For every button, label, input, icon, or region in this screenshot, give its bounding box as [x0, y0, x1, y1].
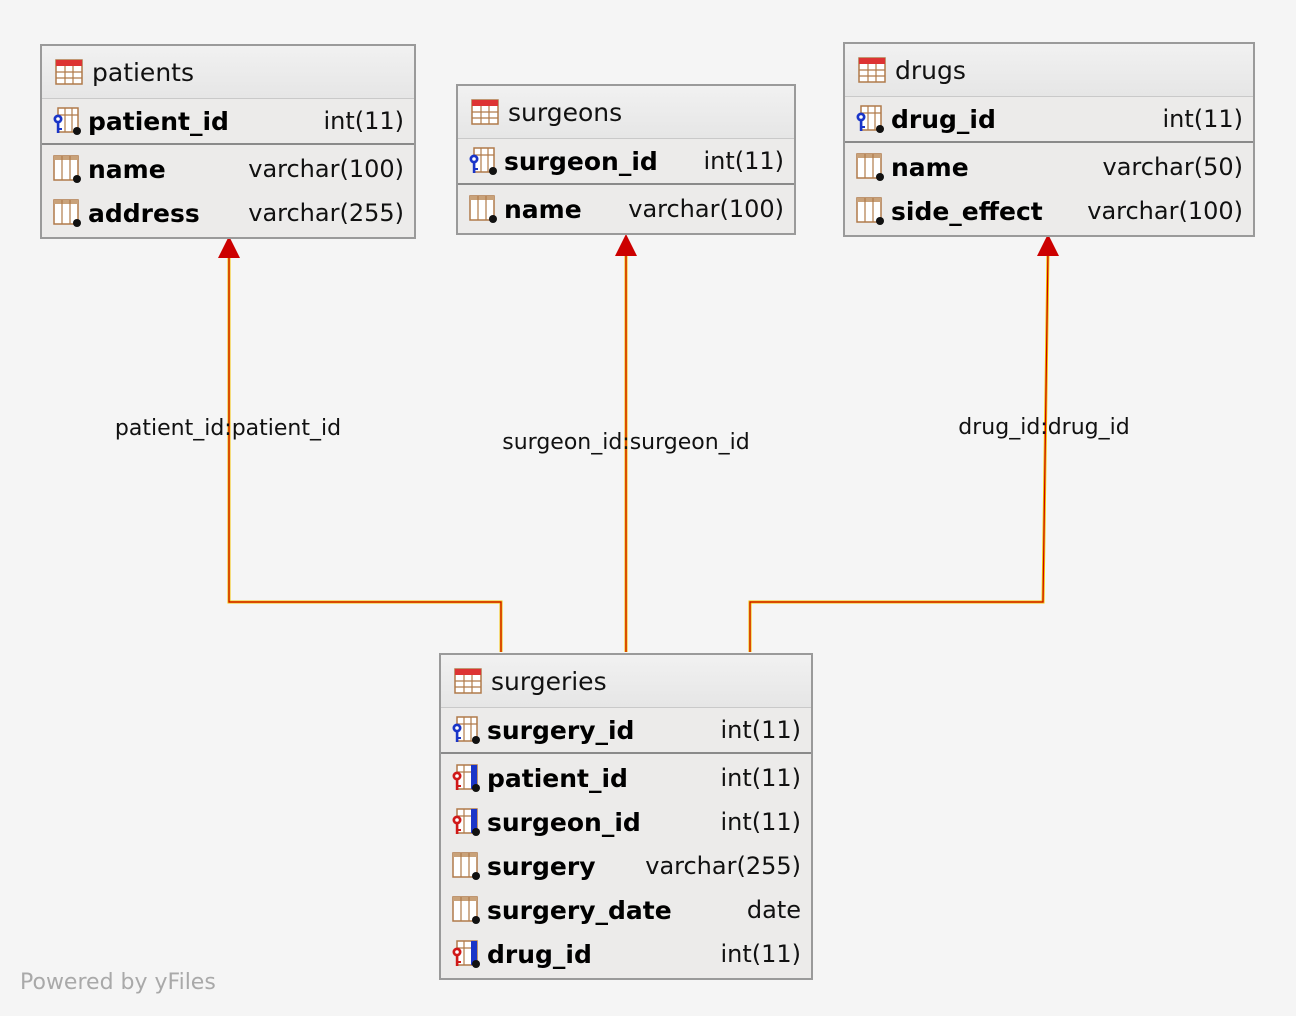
- table-drugs[interactable]: drugs drug_id int(11) name varchar(50) s…: [843, 42, 1255, 237]
- column-name: surgery: [487, 851, 596, 881]
- column-row[interactable]: side_effect varchar(100): [845, 189, 1253, 233]
- table-title: patients: [92, 57, 194, 87]
- column-name: surgery_date: [487, 895, 672, 925]
- column-type: int(11): [703, 147, 784, 175]
- column-row-pk[interactable]: patient_id int(11): [42, 99, 414, 143]
- column-icon: [52, 154, 82, 184]
- column-type: int(11): [720, 716, 801, 744]
- column-type: varchar(50): [1102, 153, 1244, 181]
- column-type: int(11): [720, 808, 801, 836]
- foreign-key-column-icon: [451, 763, 481, 793]
- edge-surgeon[interactable]: [615, 234, 637, 652]
- edge-surgeon-arrow: [615, 234, 637, 256]
- table-header[interactable]: surgeons: [458, 86, 794, 139]
- table-icon: [470, 97, 500, 127]
- column-name: side_effect: [891, 196, 1043, 226]
- column-row-fk[interactable]: patient_id int(11): [441, 756, 811, 800]
- column-type: varchar(100): [1087, 197, 1243, 225]
- column-icon: [468, 194, 498, 224]
- table-title: surgeons: [508, 97, 623, 127]
- edge-label-patient: patient_id:patient_id: [114, 416, 342, 441]
- column-type: date: [746, 896, 801, 924]
- edge-drug[interactable]: [748, 234, 1059, 652]
- table-icon: [54, 57, 84, 87]
- foreign-key-column-icon: [451, 939, 481, 969]
- column-row[interactable]: surgery_date date: [441, 888, 811, 932]
- table-header[interactable]: surgeries: [441, 655, 811, 708]
- column-name: name: [504, 194, 582, 224]
- edge-patient-arrow: [218, 236, 240, 258]
- column-icon: [855, 152, 885, 182]
- primary-key-column-icon: [451, 715, 481, 745]
- column-name: drug_id: [891, 104, 996, 134]
- column-name: drug_id: [487, 939, 592, 969]
- column-row-pk[interactable]: drug_id int(11): [845, 97, 1253, 141]
- column-name: patient_id: [487, 763, 628, 793]
- column-row-pk[interactable]: surgeon_id int(11): [458, 139, 794, 183]
- table-surgeries[interactable]: surgeries surgery_id int(11) patient_id …: [439, 653, 813, 980]
- edge-label-drug: drug_id:drug_id: [958, 415, 1130, 440]
- column-name: surgeon_id: [504, 146, 658, 176]
- column-type: varchar(255): [248, 199, 404, 227]
- table-icon: [857, 55, 887, 85]
- column-name: name: [88, 154, 166, 184]
- column-row-fk[interactable]: surgeon_id int(11): [441, 800, 811, 844]
- table-surgeons[interactable]: surgeons surgeon_id int(11) name varchar…: [456, 84, 796, 235]
- column-row[interactable]: address varchar(255): [42, 191, 414, 235]
- column-type: int(11): [720, 764, 801, 792]
- primary-key-column-icon: [52, 106, 82, 136]
- column-type: varchar(100): [248, 155, 404, 183]
- column-type: varchar(100): [628, 195, 784, 223]
- column-icon: [451, 895, 481, 925]
- edge-drug-arrow: [1037, 234, 1059, 256]
- column-name: name: [891, 152, 969, 182]
- column-icon: [451, 851, 481, 881]
- column-icon: [855, 196, 885, 226]
- primary-key-column-icon: [468, 146, 498, 176]
- column-icon: [52, 198, 82, 228]
- column-row[interactable]: name varchar(100): [42, 147, 414, 191]
- column-name: address: [88, 198, 200, 228]
- table-icon: [453, 666, 483, 696]
- foreign-key-column-icon: [451, 807, 481, 837]
- column-row[interactable]: name varchar(100): [458, 187, 794, 231]
- column-row-fk[interactable]: drug_id int(11): [441, 932, 811, 976]
- column-type: varchar(255): [645, 852, 801, 880]
- table-header[interactable]: patients: [42, 46, 414, 99]
- table-patients[interactable]: patients patient_id int(11) name varchar…: [40, 44, 416, 239]
- watermark: Powered by yFiles: [20, 970, 216, 995]
- column-name: patient_id: [88, 106, 229, 136]
- primary-key-column-icon: [855, 104, 885, 134]
- column-row-pk[interactable]: surgery_id int(11): [441, 708, 811, 752]
- edge-label-surgeon: surgeon_id:surgeon_id: [502, 430, 750, 455]
- column-type: int(11): [323, 107, 404, 135]
- table-title: drugs: [895, 55, 966, 85]
- table-header[interactable]: drugs: [845, 44, 1253, 97]
- table-title: surgeries: [491, 666, 607, 696]
- column-row[interactable]: surgery varchar(255): [441, 844, 811, 888]
- column-type: int(11): [1162, 105, 1243, 133]
- column-name: surgery_id: [487, 715, 635, 745]
- column-type: int(11): [720, 940, 801, 968]
- column-row[interactable]: name varchar(50): [845, 145, 1253, 189]
- column-name: surgeon_id: [487, 807, 641, 837]
- edge-patient[interactable]: [218, 236, 503, 652]
